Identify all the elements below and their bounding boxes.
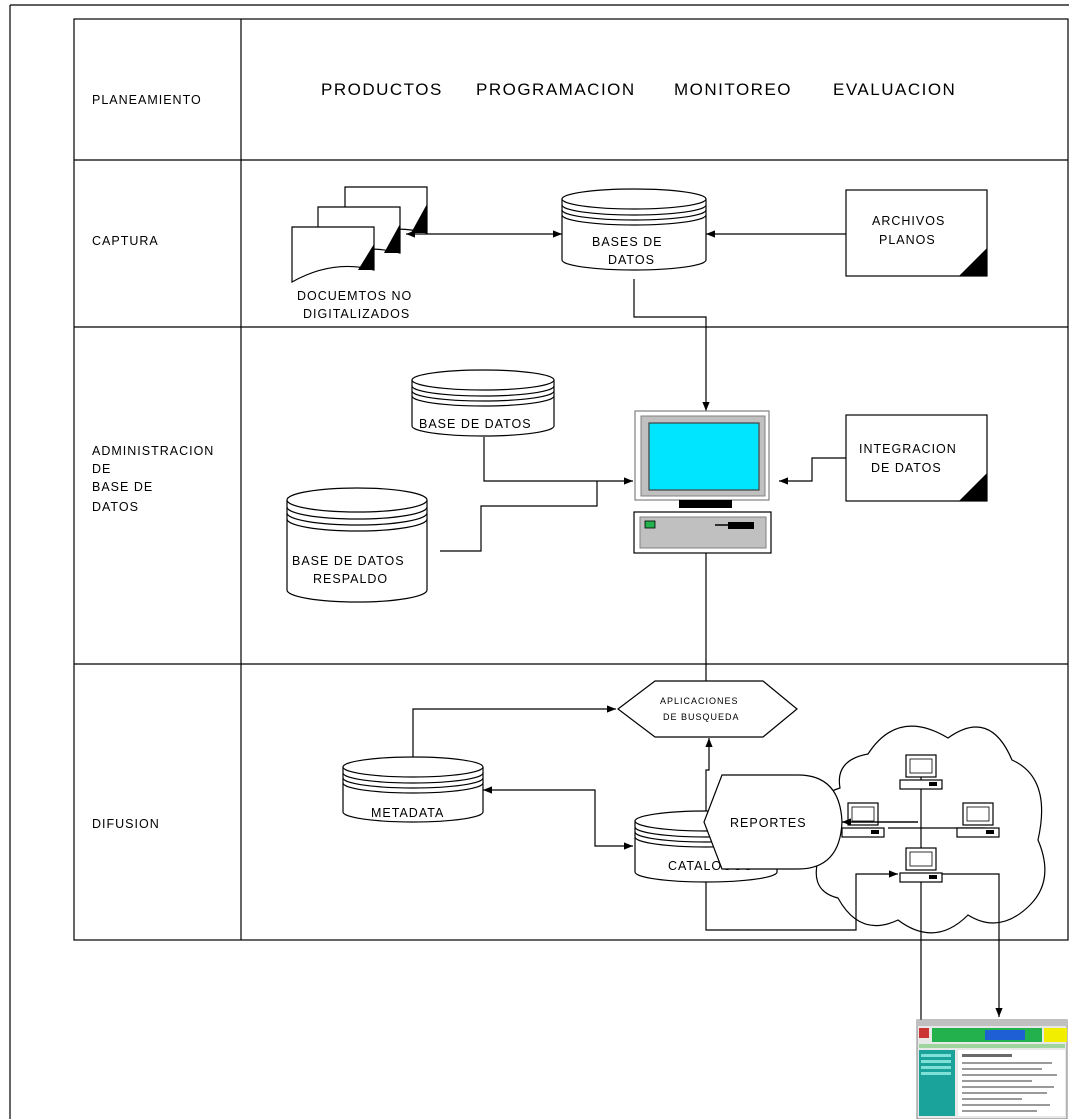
admin-database-cylinder: [411, 369, 555, 437]
integration-label-2: DE DATOS: [871, 461, 942, 475]
phase-monitoreo: MONITOREO: [674, 80, 792, 99]
flat-files-label-1: ARCHIVOS: [872, 214, 945, 228]
backup-db-connector: [440, 481, 598, 552]
lane-label-captura: CAPTURA: [92, 234, 159, 248]
metadata-cylinder: [342, 756, 484, 823]
search-applications-hexagon: [617, 680, 798, 738]
lane-label-planeamiento: PLANEAMIENTO: [92, 93, 202, 107]
page-border: [9, 4, 1069, 1119]
captura-database-label-1: BASES DE: [592, 235, 663, 249]
documents-label-2: DIGITALIZADOS: [303, 307, 410, 321]
phase-productos: PRODUCTOS: [321, 80, 443, 99]
search-apps-label-2: DE BUSQUEDA: [663, 712, 740, 722]
network-cloud-icon: [813, 725, 1046, 934]
document-stack-icon: [291, 186, 428, 284]
captura-database-label-2: DATOS: [608, 253, 655, 267]
swimlane-grid: [73, 18, 1069, 941]
lane-label-administracion-2: DE: [92, 462, 111, 476]
integration-connector: [779, 457, 846, 485]
documents-label-1: DOCUEMTOS NO: [297, 289, 412, 303]
metadata-label: METADATA: [371, 806, 444, 820]
lane-label-administracion-3: BASE DE: [92, 480, 153, 494]
data-integration-document: [845, 414, 988, 502]
catalogs-apps-connector: [705, 738, 713, 811]
lane-label-administracion-4: DATOS: [92, 500, 139, 514]
network-pc-left: [841, 802, 885, 838]
integration-label-1: INTEGRACION: [859, 442, 957, 456]
flat-files-label-2: PLANOS: [879, 233, 936, 247]
reports-display-shape: [703, 774, 843, 870]
admin-database-label: BASE DE DATOS: [419, 417, 532, 431]
catalogs-network-connector: [705, 870, 898, 931]
backup-database-label-2: RESPALDO: [313, 572, 388, 586]
network-pc-top: [899, 754, 943, 790]
admin-db-connector: [483, 437, 633, 485]
backup-database-label-1: BASE DE DATOS: [292, 554, 405, 568]
network-web-arrow: [942, 873, 1003, 1017]
computer-workstation-icon: [633, 410, 772, 554]
captura-database-cylinder: [561, 188, 707, 271]
lane-label-administracion-1: ADMINISTRACION: [92, 444, 214, 458]
flat-files-document: [845, 189, 988, 277]
metadata-apps-connector: [412, 705, 616, 757]
phase-evaluacion: EVALUACION: [833, 80, 956, 99]
search-apps-label-1: APLICACIONES: [660, 696, 739, 706]
metadata-catalogs-connector: [483, 786, 633, 850]
db-workstation-connector: [633, 279, 710, 411]
network-pc-bottom: [899, 847, 943, 883]
network-pc-right: [956, 802, 1000, 838]
lane-label-difusion: DIFUSION: [92, 817, 160, 831]
phase-programacion: PROGRAMACION: [476, 80, 636, 99]
web-page-thumbnail-icon: [916, 1019, 1068, 1119]
backup-database-cylinder: [286, 487, 428, 603]
reports-label: REPORTES: [730, 816, 807, 830]
